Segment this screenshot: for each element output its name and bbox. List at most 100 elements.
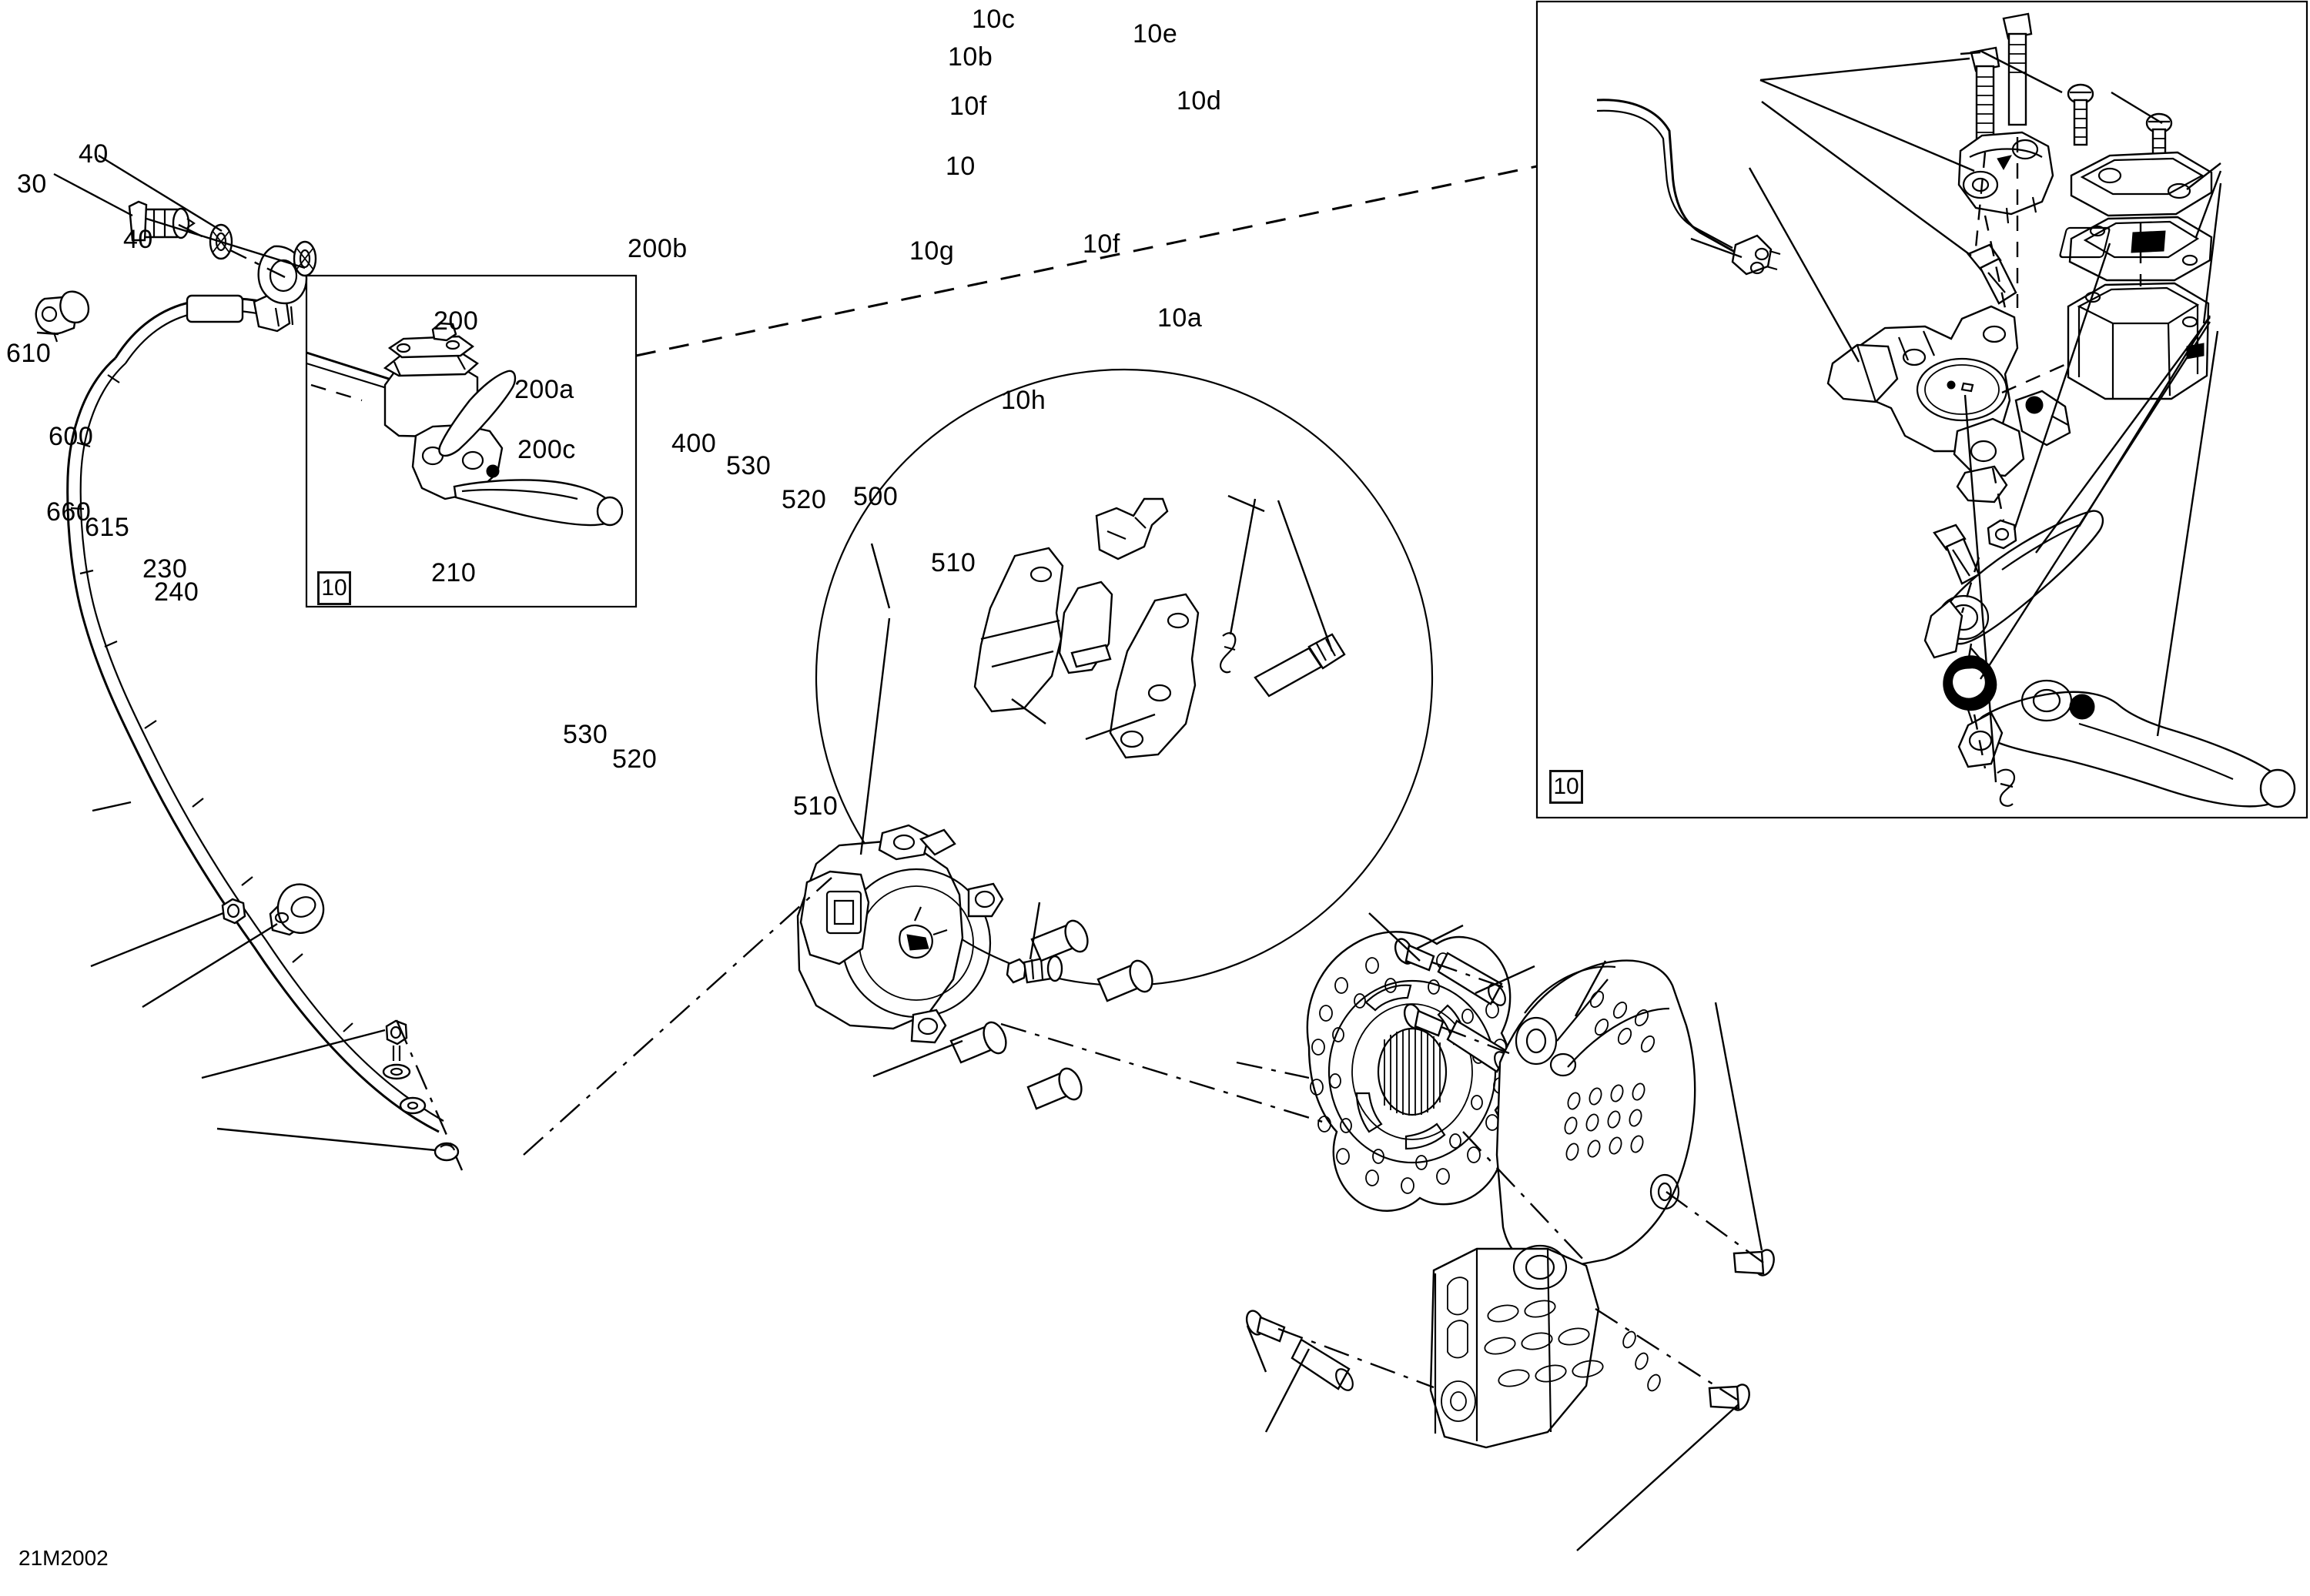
pad-detail-circle	[815, 368, 1434, 987]
retaining-clip-10h	[1997, 768, 2016, 807]
banjo-axis	[395, 1019, 464, 1171]
screw-530-upper	[1394, 938, 1435, 972]
handlebar-clamp-10b	[1957, 131, 2054, 224]
hose-banjo-hole	[269, 259, 298, 293]
banjo-stack	[382, 1063, 460, 1162]
brake-lever-10a-lower	[1957, 679, 2296, 808]
body-to-nut-axis	[1991, 467, 2005, 521]
caliper-screws-210	[949, 919, 1153, 1110]
callout-200a: 200a	[514, 375, 574, 404]
cover-screw-10e-left	[2067, 83, 2094, 146]
callout-615: 615	[85, 513, 130, 542]
washer-40-lower	[293, 240, 317, 277]
disc-guard-500	[1429, 959, 1696, 1449]
callout-510-right: 510	[931, 548, 976, 577]
callout-530-upper: 530	[726, 451, 772, 480]
callout-240: 240	[154, 577, 199, 607]
callout-660: 660	[46, 497, 92, 527]
screw510-axis-2	[1595, 1307, 1738, 1401]
spacer520-axis-lower	[1441, 1026, 1510, 1055]
callout-10c: 10c	[972, 5, 1016, 34]
inset-link-dashed	[635, 165, 1538, 357]
callout-200b: 200b	[628, 234, 688, 263]
callout-10a: 10a	[1157, 303, 1203, 333]
callout-40-upper: 40	[79, 139, 109, 169]
spacer520-axis-upper	[1431, 961, 1504, 989]
caliper-axis-2	[1000, 1022, 1356, 1133]
clamp-screw-10c-left	[1970, 46, 2000, 154]
reservoir-to-body-axis	[2001, 360, 2072, 394]
nut-660	[221, 898, 246, 925]
brake-light-switch-10g	[1596, 99, 1781, 276]
lever-pivot-axis	[1960, 557, 1980, 614]
callout-520-bottom: 520	[612, 744, 658, 774]
switch-axis	[178, 223, 286, 279]
disc-axis-left	[1236, 1061, 1310, 1079]
brake-hose-outer	[66, 356, 440, 1133]
reservoir-cup-10d	[2067, 282, 2210, 400]
brake-lever-10a-upper	[1923, 510, 2104, 659]
callout-610: 610	[6, 339, 52, 368]
callout-10b: 10b	[948, 42, 993, 72]
caliper-axis-1	[523, 877, 832, 1156]
callout-600: 600	[49, 422, 94, 451]
callout-400: 400	[671, 429, 717, 458]
hose-banjo-head	[257, 245, 308, 305]
callout-520-upper: 520	[782, 485, 827, 514]
callout-10h: 10h	[1001, 386, 1046, 415]
leader-lines	[36, 49, 2222, 1551]
callout-10f-lower: 10f	[1083, 229, 1120, 259]
banjo-fitting-615	[269, 883, 325, 936]
spacer-520-lower	[1446, 1019, 1512, 1074]
spacer-520-upper	[1437, 952, 1506, 1006]
callout-10d: 10d	[1177, 86, 1222, 115]
reservoir-diaphragm-10d	[2059, 216, 2213, 282]
lever-pivot-bolt-10a	[1933, 524, 1980, 585]
cover-screw-10e-right	[2145, 112, 2173, 176]
banjo-bolt-230	[385, 1019, 408, 1061]
hose-clamp-610	[35, 290, 90, 343]
drawing-code: 21M2002	[18, 1546, 109, 1570]
spacer520-axis-bottom	[1277, 1327, 1435, 1389]
lever-spring-clip-10a	[1943, 647, 1997, 724]
callout-200c: 200c	[517, 435, 576, 464]
spacer-520-bottom	[1291, 1338, 1354, 1391]
hose-ferrules	[70, 374, 353, 1032]
inset-left-box-number: 10	[317, 571, 351, 605]
inset-right-border	[1535, 0, 2308, 819]
callout-30: 30	[17, 169, 47, 199]
callout-500: 500	[853, 482, 899, 511]
callout-40-lower: 40	[123, 225, 153, 254]
hose-upper-2	[125, 309, 284, 364]
lever-clip-axis-2	[1973, 714, 1987, 769]
screw-510-right	[1732, 1249, 1775, 1276]
screw-530-bottom	[1245, 1310, 1286, 1343]
hose-elbow	[253, 293, 291, 333]
callout-200: 200	[434, 306, 479, 336]
hose-sleeve	[186, 294, 244, 323]
screw-510-bottom	[1708, 1384, 1750, 1411]
hose-upper	[114, 297, 287, 359]
pivot-nut-10f-lower	[1987, 519, 2017, 550]
bleeder-screw-200c	[1006, 955, 1063, 984]
disc-axis-right	[1462, 1131, 1587, 1263]
callout-10f-upper: 10f	[949, 92, 987, 121]
inset-right-box-number: 10	[1549, 770, 1583, 804]
brake-caliper	[796, 824, 1004, 1044]
clamp-axis-3	[1984, 215, 2007, 309]
screw510-axis-1	[1666, 1191, 1764, 1263]
callout-10e: 10e	[1133, 19, 1178, 49]
inset-left-master-cylinder	[306, 322, 624, 527]
callout-530-bottom: 530	[563, 720, 608, 749]
callout-10g: 10g	[909, 236, 955, 266]
callout-10: 10	[946, 152, 976, 181]
callout-210: 210	[431, 558, 477, 587]
screw-530-lower	[1403, 1003, 1445, 1037]
reservoir-cover-10d	[2070, 151, 2213, 217]
clamp-axis-1	[1974, 152, 1987, 249]
callout-510-bottom: 510	[793, 791, 839, 821]
pivot-bolt-10f-upper	[1967, 243, 2017, 305]
callout-230: 230	[142, 554, 188, 584]
